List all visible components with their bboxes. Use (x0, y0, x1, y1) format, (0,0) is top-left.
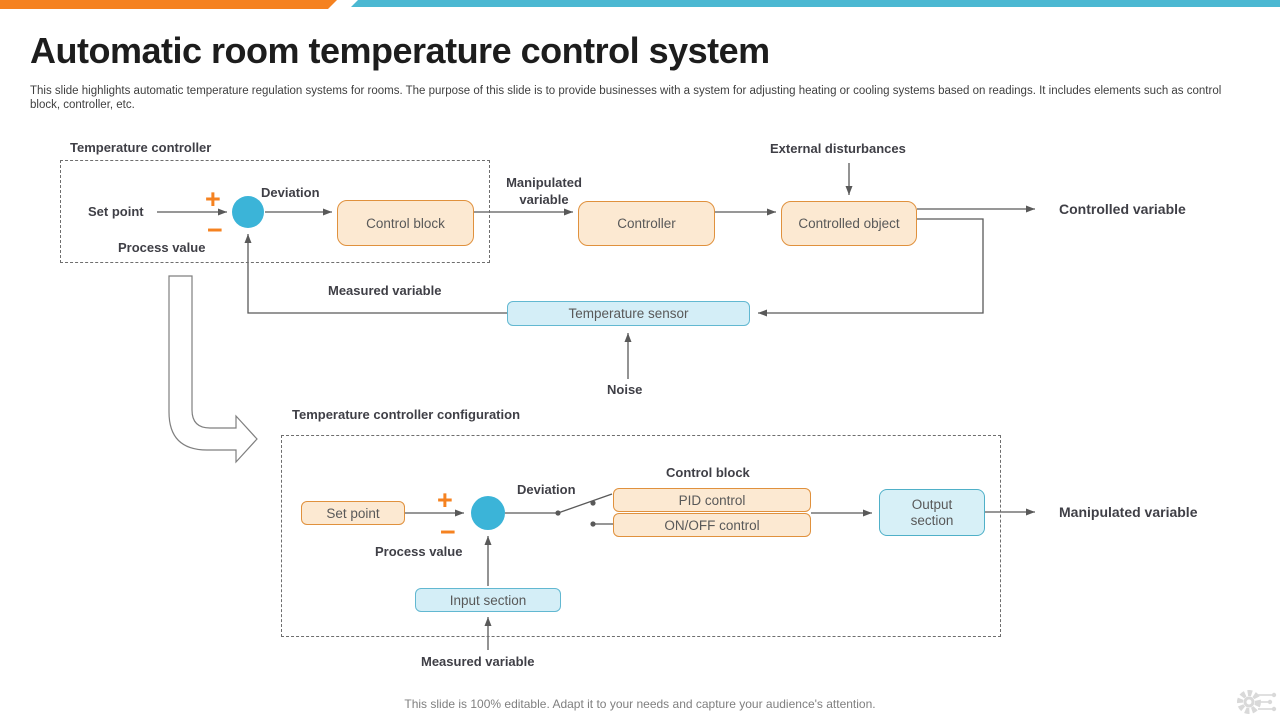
d2-boundary-box (281, 435, 1001, 637)
d2-output-section-text: Output section (910, 496, 954, 528)
d1-controlled-object-block: Controlled object (781, 201, 917, 246)
d1-noise-label: Noise (607, 382, 643, 397)
d1-control-block: Control block (337, 200, 474, 246)
d1-setpoint-label: Set point (88, 204, 144, 219)
d1-boundary-box (60, 160, 490, 263)
d1-controlled-variable-label: Controlled variable (1059, 201, 1186, 217)
d2-minus-sign: − (440, 517, 456, 547)
d1-measured-variable-label: Measured variable (328, 283, 442, 298)
d2-pid-control-block: PID control (613, 488, 811, 512)
d2-plus-sign: + (437, 485, 453, 515)
d1-process-value-label: Process value (118, 240, 206, 255)
d2-input-section-block: Input section (415, 588, 561, 612)
d2-setpoint-block: Set point (301, 501, 405, 525)
d2-title: Temperature controller configuration (292, 407, 521, 422)
page-title: Automatic room temperature control syste… (30, 30, 770, 71)
d1-manipulated-variable-label: Manipulated variable (506, 175, 582, 207)
d1-controller-block: Controller (578, 201, 715, 246)
footer-note: This slide is 100% editable. Adapt it to… (404, 697, 876, 711)
d2-output-section-block: Output section (879, 489, 985, 536)
d1-summing-junction (232, 196, 264, 228)
d1-title: Temperature controller (70, 140, 212, 155)
elbow-arrow (168, 275, 258, 464)
gear-circuit-icon (1237, 690, 1277, 714)
d2-onoff-control-block: ON/OFF control (613, 513, 811, 537)
d1-external-disturbances-label: External disturbances (770, 141, 906, 156)
d2-deviation-label: Deviation (517, 482, 576, 497)
d1-plus-sign: + (205, 184, 221, 214)
d2-summing-junction (471, 496, 505, 530)
slide-description: This slide highlights automatic temperat… (30, 85, 1222, 111)
d2-measured-variable-label: Measured variable (421, 654, 535, 669)
top-bar-orange (0, 0, 337, 9)
d1-temperature-sensor-block: Temperature sensor (507, 301, 750, 326)
top-bar-teal (351, 0, 1280, 7)
d1-deviation-label: Deviation (261, 185, 320, 200)
d2-manipulated-variable-label: Manipulated variable (1059, 504, 1198, 520)
d2-control-block-label: Control block (666, 465, 750, 480)
d2-process-value-label: Process value (375, 544, 463, 559)
d1-minus-sign: − (207, 215, 223, 245)
